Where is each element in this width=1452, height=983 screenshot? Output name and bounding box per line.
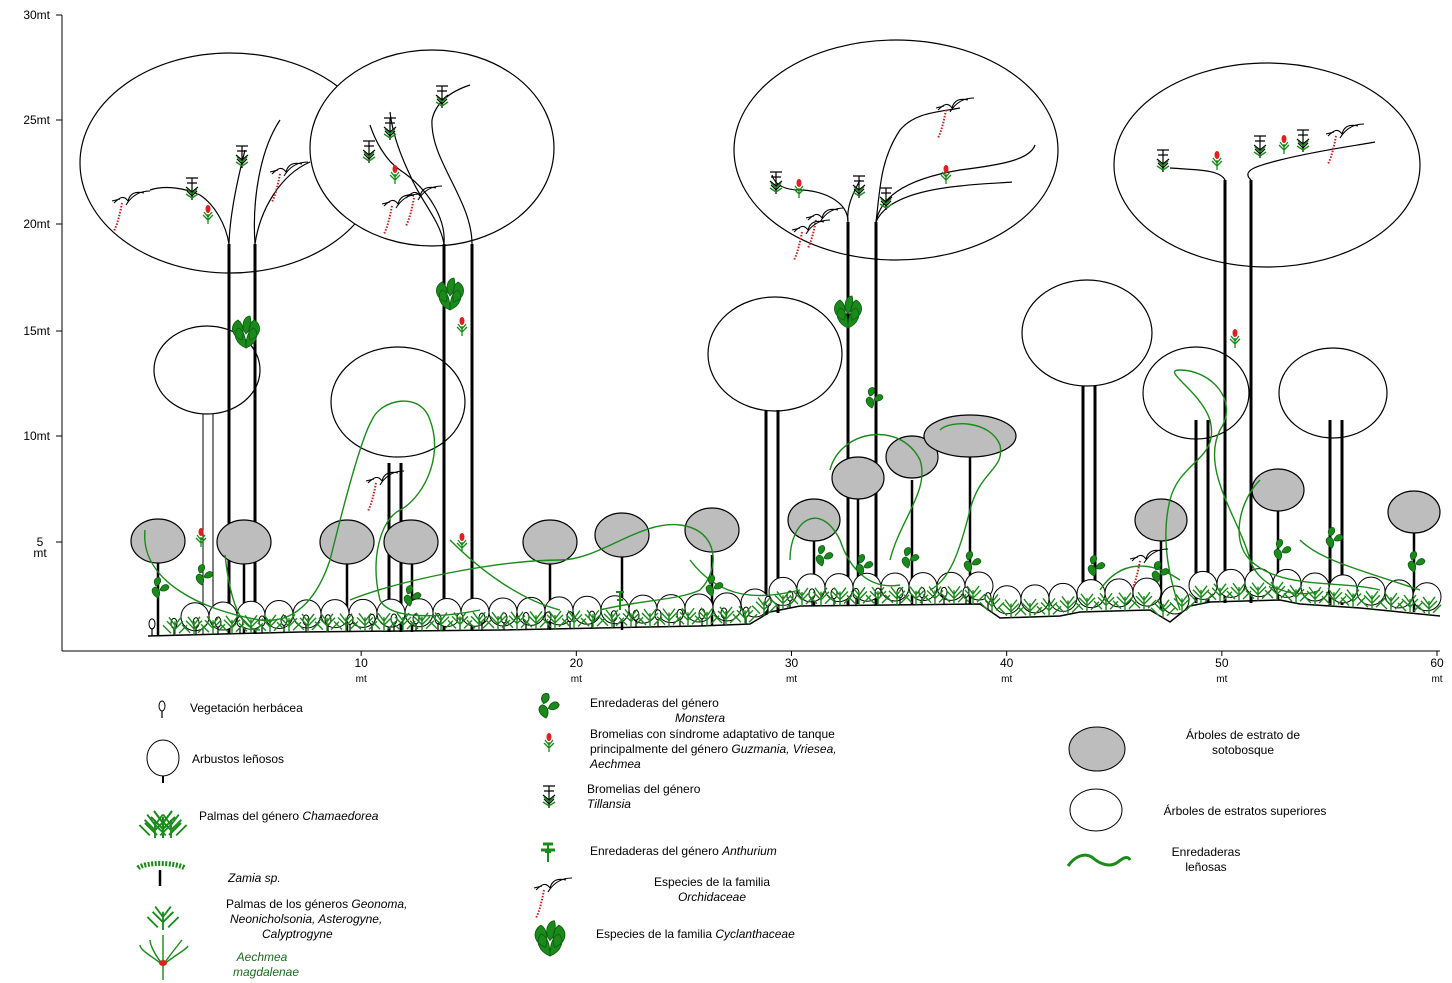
legend-label: Palmas de los géneros Geonoma, (226, 897, 407, 911)
legend-label: Orchidaceae (678, 890, 746, 904)
x-tick-unit: mt (1216, 674, 1227, 685)
legend-label: Monstera (675, 711, 725, 725)
legend-item-monstera: Enredaderas del género Monstera (538, 692, 725, 725)
shrub (1020, 584, 1050, 614)
x-tick-label: 20 (570, 656, 584, 670)
legend-item-shrubs: Arbustos leñosos (146, 739, 284, 783)
legend-label: Zamia sp. (227, 871, 281, 885)
legend-label: Bromelias del género (587, 782, 701, 796)
legend-label: Vegetación herbácea (190, 701, 303, 715)
x-tick-unit: mt (356, 674, 367, 685)
y-tick-sublabel: mt (33, 546, 47, 560)
y-tick-label: 25mt (23, 113, 50, 127)
x-tick-label: 50 (1215, 656, 1229, 670)
x-tick-unit: mt (1431, 674, 1442, 685)
x-tick-unit: mt (571, 674, 582, 685)
legend-label: Neonicholsonia, Asterogyne, (230, 912, 382, 926)
x-tick-label: 10 (354, 656, 368, 670)
legend-label: Árboles de estratos superiores (1164, 803, 1327, 818)
legend-label: magdalenae (233, 965, 299, 979)
legend-item-zamia: Zamia sp. (136, 861, 281, 886)
legend-item-tillandsia: Bromelias del género Tillansia (542, 782, 701, 811)
y-tick-label: 30mt (23, 8, 50, 22)
x-tick-unit: mt (786, 674, 797, 685)
legend-label: Aechmea (236, 950, 288, 964)
legend-label: Bromelias con síndrome adaptativo de tan… (590, 727, 835, 741)
legend-item-tank-bromeliads: Bromelias con síndrome adaptativo de tan… (543, 727, 837, 771)
shrub (1132, 577, 1162, 607)
legend-item-upper-trees: Árboles de estratos superiores (1069, 788, 1327, 832)
legend-label: Enredaderas (1172, 845, 1241, 859)
legend-label: principalmente del género Guzmania, Vrie… (590, 742, 837, 756)
legend-item-herbaceous: Vegetación herbácea (158, 700, 303, 719)
ground-profile (147, 599, 1441, 637)
legend-item-anthurium: Enredaderas del género Anthurium (541, 842, 777, 863)
x-tick-label: 40 (1000, 656, 1014, 670)
legend-label: Árboles de estrato de (1186, 727, 1300, 742)
y-tick-label: 15mt (23, 324, 50, 338)
woody-lianas (144, 369, 1421, 631)
x-axis: 10 mt 20 mt 30 mt 40 mt 50 mt 60 mt (62, 650, 1444, 685)
upper-trees (79, 39, 1421, 458)
legend-item-aechmea-magdalenae: Aechmea magdalenae (139, 935, 299, 980)
legend-item-cyclanthaceae: Especies de la familia Cyclanthaceae (534, 920, 795, 957)
legend-item-geonoma: Palmas de los géneros Geonoma, Neonichol… (146, 897, 407, 941)
legend-label: Tillansia (587, 797, 631, 811)
legend-label: sotobosque (1212, 743, 1274, 757)
legend-label: Enredaderas del género Anthurium (590, 844, 777, 858)
legend-label: Enredaderas del género (590, 696, 719, 710)
legend-item-chamaedorea: Palmas del género Chamaedorea (138, 809, 379, 840)
legend-label: Especies de la familia Cyclanthaceae (596, 927, 795, 941)
y-axis: 30mt 25mt 20mt 15mt 10mt 5 mt (23, 8, 63, 651)
y-tick-label: 5 (37, 535, 44, 549)
x-tick-unit: mt (1001, 674, 1012, 685)
shrub (516, 596, 546, 626)
y-tick-label: 20mt (23, 217, 50, 231)
legend-item-understory-trees: Árboles de estrato de sotobosque (1068, 726, 1300, 772)
x-tick-label: 60 (1430, 656, 1444, 670)
legend-item-woody-lianas: Enredaderas leñosas (1066, 845, 1241, 874)
legend-label: Calyptrogyne (262, 927, 333, 941)
legend-label: leñosas (1185, 860, 1226, 874)
x-tick-label: 30 (785, 656, 799, 670)
legend-label: Arbustos leñosos (192, 752, 284, 766)
y-tick-label: 10mt (23, 429, 50, 443)
legend-item-orchidaceae: Especies de la familia Orchidaceae (533, 875, 770, 919)
thin-trunks (202, 414, 214, 634)
legend: Vegetación herbácea Arbustos leñosos Pal… (136, 692, 1327, 980)
legend-label: Especies de la familia (654, 875, 770, 889)
legend-label: Aechmea (589, 757, 641, 771)
legend-label: Palmas del género Chamaedorea (199, 809, 379, 823)
herb (148, 618, 156, 637)
